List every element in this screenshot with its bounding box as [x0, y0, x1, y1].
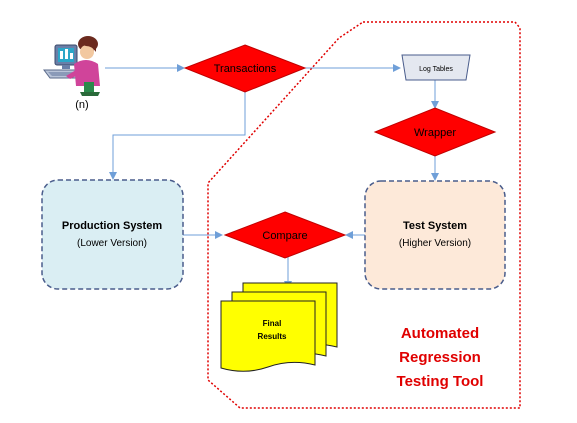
automated-tool-boundary: [207, 21, 521, 409]
compare-label: Compare: [262, 230, 307, 242]
connectors: [105, 64, 439, 289]
wrapper-decision: [373, 107, 497, 157]
tool-label-line2: Regression: [399, 349, 481, 366]
transactions-decision: [183, 44, 307, 93]
wrapper-label: Wrapper: [414, 127, 456, 139]
transactions-label: Transactions: [214, 63, 277, 75]
final-results-line1: Final: [263, 319, 282, 328]
test-system-node: [364, 180, 506, 290]
tool-label-line3: Testing Tool: [397, 373, 484, 390]
production-system-node: [41, 179, 184, 290]
arrow-transactions-to-production: [109, 92, 246, 180]
person-at-computer-icon: [43, 36, 100, 96]
tool-label-line1: Automated: [401, 325, 479, 342]
user-caption: (n): [75, 99, 88, 111]
log-tables-label: Log Tables: [419, 66, 453, 73]
test-system-version: (Higher Version): [399, 238, 471, 249]
final-results-documents: [220, 282, 338, 372]
compare-decision: [223, 211, 347, 259]
log-tables-node: [401, 54, 471, 81]
final-results-line2: Results: [258, 332, 287, 341]
production-system-title: Production System: [62, 220, 162, 232]
test-system-title: Test System: [403, 220, 467, 232]
production-system-version: (Lower Version): [77, 238, 147, 249]
